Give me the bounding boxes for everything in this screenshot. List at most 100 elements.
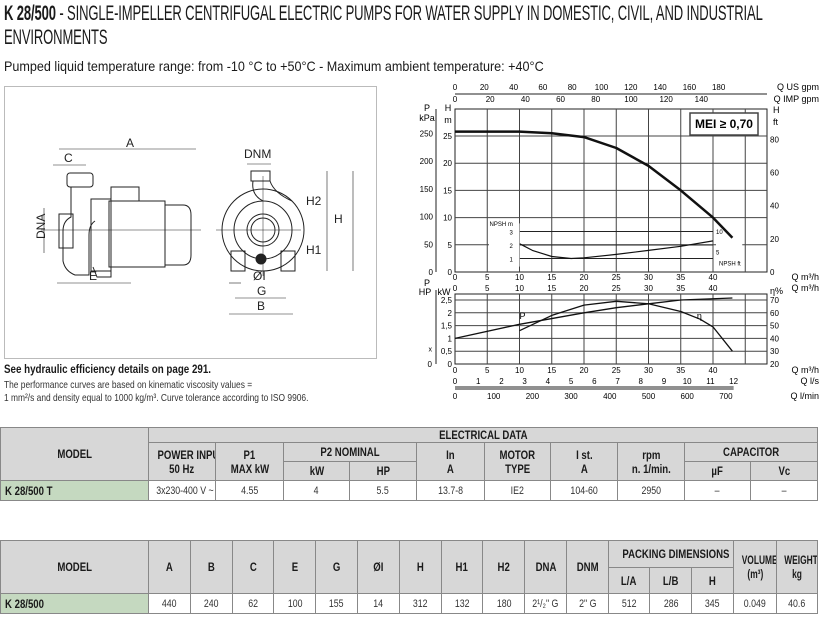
cell-h: 312 <box>398 593 442 614</box>
cell-c: 62 <box>231 593 275 614</box>
mei-badge <box>689 112 759 136</box>
imp-gpm-tick: 140 <box>695 95 709 104</box>
h-ft-tick: 80 <box>770 135 779 144</box>
cell-dna: 2¹/₂" G <box>524 593 567 614</box>
chart2-x-tick: 15 <box>547 366 556 375</box>
chart2-x-tick-top: 15 <box>547 284 556 293</box>
table-row: K 28/500 T 3x230-400 V ~ 4.55 4 5.5 13.7… <box>0 480 819 501</box>
header-volume: VOLUME(m³) <box>732 540 777 594</box>
h-m-tick: 0 <box>448 268 453 277</box>
chart2-x-tick: 30 <box>644 366 653 375</box>
chart1-x-tick: 10 <box>515 273 524 282</box>
hp-label: HP <box>419 287 432 297</box>
table-row: K 28/500 440 240 62 100 155 14 312 132 1… <box>0 593 818 614</box>
mei-badge-text: MEI ≥ 0,70 <box>695 117 753 131</box>
chart2-x-tick-top: 30 <box>644 284 653 293</box>
chart1-x-tick: 5 <box>485 273 490 282</box>
cell-ist: 104-60 <box>550 480 618 501</box>
header-power-input: POWER INPUT50 Hz <box>148 442 216 481</box>
kw-label: kW <box>438 287 452 297</box>
kw-tick: 1,5 <box>441 322 453 331</box>
imp-gpm-tick: 20 <box>486 95 495 104</box>
cell-model: K 28/500 <box>0 593 149 614</box>
page-title: K 28/500 - SINGLE-IMPELLER CENTRIFUGAL E… <box>4 2 763 49</box>
dim-label-h: H <box>334 212 343 226</box>
chart2-x-tick-top: 40 <box>709 284 718 293</box>
cell-weight: 40.6 <box>775 593 818 614</box>
chart2-x-tick: 35 <box>676 366 685 375</box>
h-label: H <box>445 103 452 113</box>
us-gpm-tick: 180 <box>712 83 726 92</box>
chart2-x-tick: 0 <box>453 366 458 375</box>
us-gpm-tick: 100 <box>595 83 609 92</box>
p-label: P <box>424 103 430 113</box>
kw-tick: 0 <box>448 360 453 369</box>
efficiency-curve-label: η <box>697 311 702 321</box>
chart2-x-tick-top: 20 <box>580 284 589 293</box>
header-model: MODEL <box>0 540 149 594</box>
chart2-x-tick-top: 35 <box>676 284 685 293</box>
header-pack-h: H <box>691 567 734 594</box>
chart2-x-tick: 25 <box>612 366 621 375</box>
chart2-x-tick-top: 10 <box>515 284 524 293</box>
kpa-tick: 100 <box>420 213 434 222</box>
header-electrical-data: ELECTRICAL DATA <box>147 427 819 443</box>
lmin-label: Q l/min <box>790 391 819 401</box>
dim-label-oi: ØI <box>253 269 266 283</box>
h-ft-tick: 20 <box>770 235 779 244</box>
chart1-x-tick: 20 <box>580 273 589 282</box>
header-b: B <box>189 540 233 594</box>
chart2-frame <box>454 293 768 365</box>
ls-tick: 7 <box>615 377 620 386</box>
header-kw: kW <box>283 461 350 481</box>
header-dnm: DNM <box>565 540 609 594</box>
lmin-tick: 300 <box>564 392 578 401</box>
cell-p1: 4.55 <box>215 480 284 501</box>
h-m-tick: 20 <box>443 159 452 168</box>
dim-label-h2: H2 <box>306 194 322 208</box>
dim-label-dnm: DNM <box>244 147 271 161</box>
lmin-tick: 600 <box>681 392 695 401</box>
imp-gpm-tick: 60 <box>556 95 565 104</box>
header-oi: ØI <box>356 540 400 594</box>
eta-label: η% <box>770 286 783 296</box>
chart2-x-label: Q m³/h <box>791 365 819 375</box>
imp-gpm-tick: 100 <box>624 95 638 104</box>
h-m-tick: 25 <box>443 132 452 141</box>
header-lb: L/B <box>649 567 693 594</box>
header-a: A <box>148 540 191 594</box>
cell-hp: 5.5 <box>349 480 417 501</box>
dimension-lines <box>43 148 354 315</box>
lmin-tick: 700 <box>719 392 733 401</box>
cell-motor: IE2 <box>484 480 551 501</box>
us-gpm-label: Q US gpm <box>777 82 819 92</box>
side-view <box>41 172 201 278</box>
header-model: MODEL <box>0 427 149 481</box>
header-la: L/A <box>607 567 651 594</box>
header-p2: P2 NOMINAL <box>283 442 417 462</box>
chart2-x-tick-top: 5 <box>485 284 490 293</box>
dim-label-e: E <box>89 269 97 283</box>
us-gpm-tick: 20 <box>480 83 489 92</box>
h-ft-tick: 60 <box>770 169 779 178</box>
h-ft-tick: 40 <box>770 202 779 211</box>
imp-gpm-tick: 120 <box>659 95 673 104</box>
cell-lb: 286 <box>649 593 693 614</box>
cell-in: 13.7-8 <box>416 480 485 501</box>
m-label: m <box>444 115 452 125</box>
chart1-x-tick: 0 <box>453 273 458 282</box>
eta-tick: 50 <box>770 322 779 331</box>
lmin-tick: 500 <box>642 392 656 401</box>
cell-pack-h: 345 <box>691 593 734 614</box>
kw-tick: 2 <box>448 309 453 318</box>
cell-a: 440 <box>148 593 191 614</box>
imp-gpm-label: Q IMP gpm <box>774 94 819 104</box>
cell-oi: 14 <box>356 593 400 614</box>
ls-tick: 2 <box>499 377 504 386</box>
chart2-x-tick: 20 <box>580 366 589 375</box>
power-curve-label: P <box>520 311 526 321</box>
eta-tick: 40 <box>770 334 779 343</box>
efficiency-curve <box>519 300 733 352</box>
